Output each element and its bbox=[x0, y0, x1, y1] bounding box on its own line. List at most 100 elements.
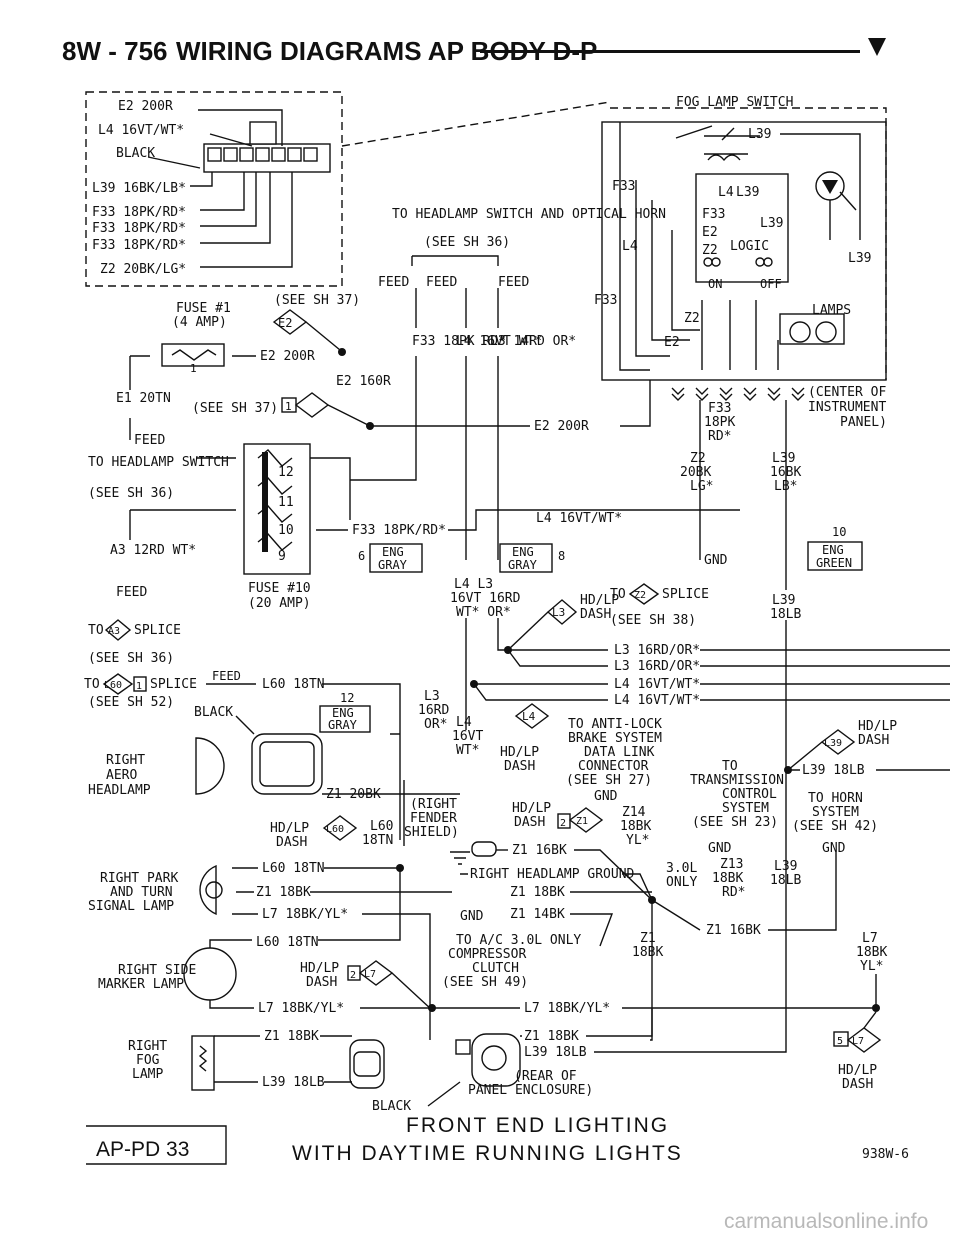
gl-z1-18bk: Z1 18BK bbox=[510, 885, 565, 900]
fls-on: ON bbox=[708, 277, 722, 291]
e2-200r-label: E2 200R bbox=[534, 419, 589, 434]
fuse1-label: FUSE #1 bbox=[176, 301, 231, 316]
l3-badge: L3 HD/LP DASH bbox=[507, 593, 619, 651]
fuse-1: (SEE SH 37) FUSE #1 (4 AMP) E2 1 E2 200R… bbox=[116, 293, 391, 430]
z2-to: TO bbox=[610, 587, 626, 602]
bus-l3-a: L3 16RD/OR* bbox=[614, 643, 700, 658]
horn-2: SYSTEM bbox=[812, 805, 859, 820]
l60-splice-label: SPLICE bbox=[150, 677, 197, 692]
gl-hdlp-1: HD/LP bbox=[512, 801, 551, 816]
page-tag: AP-PD 33 bbox=[96, 1138, 189, 1161]
mid-l4-l3-1: L4 L3 bbox=[454, 577, 493, 592]
hl-l3: L3 14RD OR* bbox=[490, 334, 576, 349]
fog-lamp-icon bbox=[191, 1035, 215, 1091]
park-1: RIGHT PARK bbox=[100, 871, 178, 886]
fog-z1-right: Z1 18BK bbox=[524, 1029, 579, 1044]
a3-feed: FEED bbox=[116, 585, 147, 600]
side-l60: L60 18TN bbox=[256, 935, 319, 950]
z1-right-1: Z1 bbox=[640, 931, 656, 946]
section-number: 8W - 756 bbox=[62, 36, 168, 66]
ground-icon bbox=[450, 851, 470, 865]
rear-1: (REAR OF bbox=[514, 1069, 577, 1084]
diagram-title-2: WITH DAYTIME RUNNING LIGHTS bbox=[292, 1142, 683, 1165]
z13-3: RD* bbox=[722, 885, 745, 900]
fuse10-term-10: 10 bbox=[278, 523, 294, 538]
eng-gray-12-n: 12 bbox=[340, 691, 354, 705]
fuse10-label: FUSE #10 bbox=[248, 581, 311, 596]
horn-gnd: GND bbox=[822, 841, 846, 856]
anti-lock-2: BRAKE SYSTEM bbox=[568, 731, 662, 746]
eng-gray-8-l1: ENG bbox=[512, 545, 534, 559]
a3-wire: A3 12RD WT* bbox=[110, 543, 196, 558]
ac-4: (SEE SH 49) bbox=[442, 975, 528, 990]
fls-f33-b: F33 bbox=[702, 207, 725, 222]
l60-feed: FEED bbox=[212, 669, 241, 683]
f33-3: RD* bbox=[708, 429, 731, 444]
z2-block: Z2 20BK LG* L39 16BK LB* F33 18PK RD* GN… bbox=[610, 400, 863, 628]
z14-1: Z14 bbox=[622, 805, 646, 820]
l7-far-2: 18BK bbox=[856, 945, 887, 960]
z2-l39-1: L39 bbox=[772, 593, 795, 608]
l39-badge-hdlp-2: DASH bbox=[858, 733, 889, 748]
side-l7: L7 18BK/YL* bbox=[258, 1001, 344, 1016]
anti-lock: TO ANTI-LOCK BRAKE SYSTEM DATA LINK CONN… bbox=[500, 703, 662, 788]
fuse10-term-12: 12 bbox=[278, 465, 294, 480]
fls-e2: E2 bbox=[702, 225, 718, 240]
anti-lock-1: TO ANTI-LOCK bbox=[568, 717, 662, 732]
connector-label-e2: E2 200R bbox=[118, 99, 173, 114]
fender-1: (RIGHT bbox=[410, 797, 457, 812]
side-hdlp-2: DASH bbox=[306, 975, 337, 990]
page-header: 8W - 756 WIRING DIAGRAMS AP BODY D-P bbox=[0, 0, 960, 80]
l3-badge-text: L3 bbox=[552, 606, 565, 619]
fls-l39-c: L39 bbox=[760, 216, 783, 231]
l60-wire: L60 18TN bbox=[262, 677, 325, 692]
fuse1-num: 1 bbox=[190, 362, 197, 375]
park-lamp-icon bbox=[199, 864, 217, 916]
trans-4: SYSTEM bbox=[722, 801, 769, 816]
eng-gray-6-l2: GRAY bbox=[378, 558, 408, 572]
z1-right-2: 18BK bbox=[632, 945, 663, 960]
a3-sheet: (SEE SH 36) bbox=[88, 651, 174, 666]
f33-1: F33 bbox=[708, 401, 731, 416]
e2-200r-run: E2 200R bbox=[370, 380, 651, 434]
connector-label-black: BLACK bbox=[116, 146, 155, 161]
eng-green-l1: ENG bbox=[822, 543, 844, 557]
l60-badge: L60 bbox=[104, 680, 122, 691]
fls-l39-d: L39 bbox=[848, 251, 871, 266]
eng-green-n: 10 bbox=[832, 525, 846, 539]
horn-3: (SEE SH 42) bbox=[792, 819, 878, 834]
gl-badge: Z1 bbox=[576, 816, 588, 827]
center-of-panel-3: PANEL) bbox=[840, 415, 887, 430]
connector-box: E2 200R L4 16VT/WT* BLACK L39 16BK/LB* F… bbox=[85, 91, 611, 287]
anti-lock-5: (SEE SH 27) bbox=[566, 773, 652, 788]
mid-l4-3: WT* bbox=[456, 743, 479, 758]
headlamp-switch-ref: TO HEADLAMP SWITCH AND OPTICAL HORN (SEE… bbox=[378, 207, 666, 349]
connector-label-z2: Z2 20BK/LG* bbox=[100, 262, 186, 277]
eng-gray-12 bbox=[319, 705, 371, 733]
z2-gnd: GND bbox=[704, 553, 728, 568]
fog-l39-right: L39 18LB bbox=[524, 1045, 587, 1060]
eng-gray-6 bbox=[369, 543, 423, 573]
lower-grounds: HD/LP DASH 2 Z1 Z14 18BK YL* GND GND Z13… bbox=[442, 789, 837, 1041]
fuse1-e2-badge: E2 bbox=[278, 316, 292, 330]
fog-1: RIGHT bbox=[128, 1039, 167, 1054]
l39-18lb-right: L39 18LB bbox=[802, 763, 865, 778]
fuse1-e1: E1 20TN bbox=[116, 391, 171, 406]
figure-id: 938W-6 bbox=[862, 1147, 909, 1162]
footer: AP-PD 33 FRONT END LIGHTING WITH DAYTIME… bbox=[86, 1114, 909, 1165]
z2-l39-2: 18LB bbox=[770, 607, 801, 622]
fuse-10: 12 11 10 9 FUSE #10 (20 AMP) F33 18PK/RD… bbox=[243, 356, 740, 611]
fender-3: SHIELD) bbox=[404, 825, 459, 840]
z2-1: Z2 bbox=[690, 451, 706, 466]
fls-z2: Z2 bbox=[702, 243, 718, 258]
feed-left-feed: FEED bbox=[134, 433, 165, 448]
right-bus: L3 16RD/OR* L3 16RD/OR* L4 16VT/WT* L4 1… bbox=[470, 643, 950, 708]
z14-2: 18BK bbox=[620, 819, 651, 834]
l4-bus: L4 16VT/WT* bbox=[536, 511, 622, 526]
gl-z1-14bk: Z1 14BK bbox=[510, 907, 565, 922]
arrow-down-icon bbox=[868, 38, 886, 56]
fuse1-splice-n: 1 bbox=[285, 400, 292, 413]
z13-1: Z13 bbox=[720, 857, 743, 872]
lamp-bulb-icon bbox=[789, 321, 811, 343]
fls-l39-b: L39 bbox=[736, 185, 759, 200]
